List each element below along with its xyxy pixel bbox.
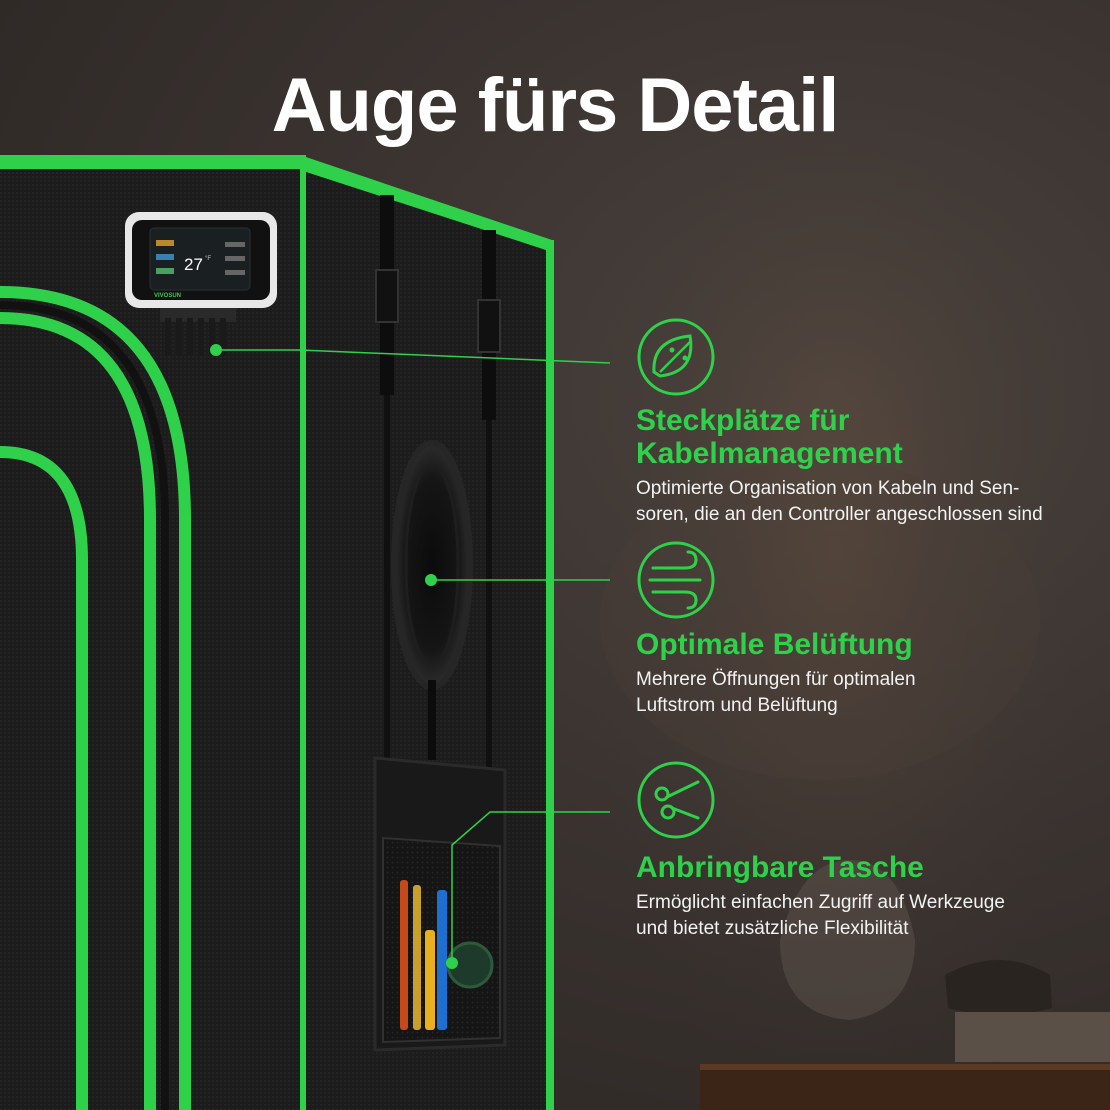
feature-title: Optimale Belüftung — [636, 628, 913, 661]
feature-title: Steckplätze für Kabelmanagement — [636, 404, 903, 470]
callout-dot-vent — [425, 574, 437, 586]
wooden-shelf — [700, 1068, 1110, 1110]
book-stack — [955, 1012, 1110, 1062]
controller-unit: °F — [205, 256, 211, 262]
feature-title: Anbringbare Tasche — [636, 851, 924, 884]
page-headline: Auge fürs Detail — [271, 63, 840, 148]
scissors-icon — [637, 761, 715, 839]
feature-ventilation: Optimale Belüftung Mehrere Öffnungen für… — [636, 628, 1096, 719]
vase — [780, 860, 915, 1020]
controller-device: 27 °F VIVOSUN — [125, 212, 277, 356]
feature-description: Mehrere Öffnungen für optimalen Luftstro… — [636, 669, 916, 716]
callout-dot-cable — [210, 344, 222, 356]
tent-side-panel — [296, 155, 554, 1110]
pruner-tool — [400, 880, 408, 1030]
teapot — [945, 960, 1052, 1015]
feature-cable-management: Steckplätze für Kabelmanagement Optimier… — [636, 404, 1096, 528]
background-room — [560, 0, 1110, 1110]
controller-brand: VIVOSUN — [154, 293, 181, 299]
controller-temperature: 27 — [184, 255, 203, 274]
tent-front-panel — [0, 155, 300, 1110]
feature-pocket: Anbringbare Tasche Ermöglicht einfachen … — [636, 851, 1096, 942]
callout-lines — [210, 344, 611, 969]
leaf-circuit-icon — [637, 318, 715, 396]
callout-dot-pocket — [446, 957, 458, 969]
wind-icon — [637, 541, 715, 619]
feature-description: Ermöglicht einfachen Zugriff auf Werkzeu… — [636, 892, 1005, 939]
feature-description: Optimierte Organisation von Kabeln und S… — [636, 478, 1043, 525]
